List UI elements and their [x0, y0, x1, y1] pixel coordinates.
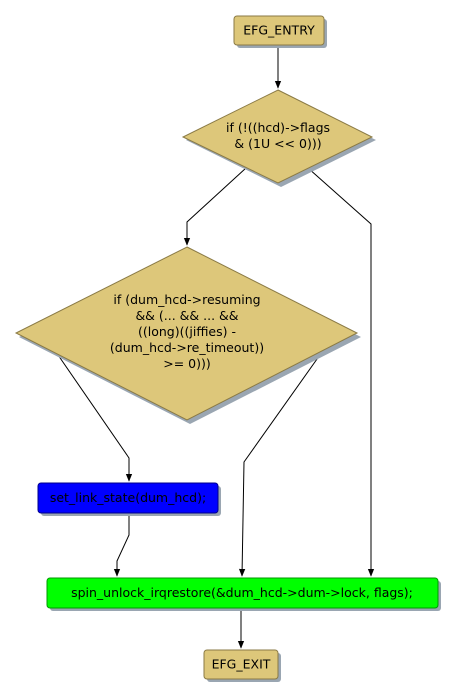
decision-2-line-3: ((long)((jiffies) -: [138, 324, 236, 339]
exit-label: EFG_EXIT: [212, 657, 271, 672]
decision-1-line-1: if (!((hcd)->flags: [226, 120, 330, 135]
unlock-box: [46, 577, 439, 609]
exit-box: [203, 649, 279, 680]
set-link-label: set_link_state(dum_hcd);: [50, 490, 206, 505]
set-link-box: [37, 482, 219, 514]
unlock-label: spin_unlock_irqrestore(&dum_hcd->dum->lo…: [71, 585, 413, 600]
decision-1: if (!((hcd)->flags & (1U << 0))): [181, 89, 376, 187]
decision-2-line-1: if (dum_hcd->resuming: [113, 292, 260, 307]
unlock-node: spin_unlock_irqrestore(&dum_hcd->dum->lo…: [46, 577, 441, 611]
entry-label: EFG_ENTRY: [243, 23, 315, 38]
decision-2-diamond: [14, 246, 359, 421]
set-link-node: set_link_state(dum_hcd);: [37, 482, 221, 516]
decision-1-diamond: [181, 89, 374, 184]
decision-2: if (dum_hcd->resuming && (... && ... && …: [14, 246, 361, 424]
exit-node: EFG_EXIT: [203, 649, 281, 682]
decision-2-line-4: (dum_hcd->re_timeout)): [110, 340, 264, 355]
edge-cond1-to-unlock: [307, 167, 375, 577]
decision-2-line-2: && (... && ... &&: [135, 308, 238, 323]
entry-box: [233, 15, 325, 46]
decision-1-line-2: & (1U << 0))): [234, 136, 321, 151]
decision-2-line-5: >= 0))): [163, 356, 211, 371]
edge-setlink-to-unlock: [113, 514, 130, 577]
edge-cond1-to-cond2: [183, 167, 247, 246]
entry-node: EFG_ENTRY: [233, 15, 327, 48]
edges: [55, 45, 375, 649]
edge-cond2-to-setlink: [55, 351, 133, 482]
edge-cond2-to-unlock: [238, 351, 323, 577]
